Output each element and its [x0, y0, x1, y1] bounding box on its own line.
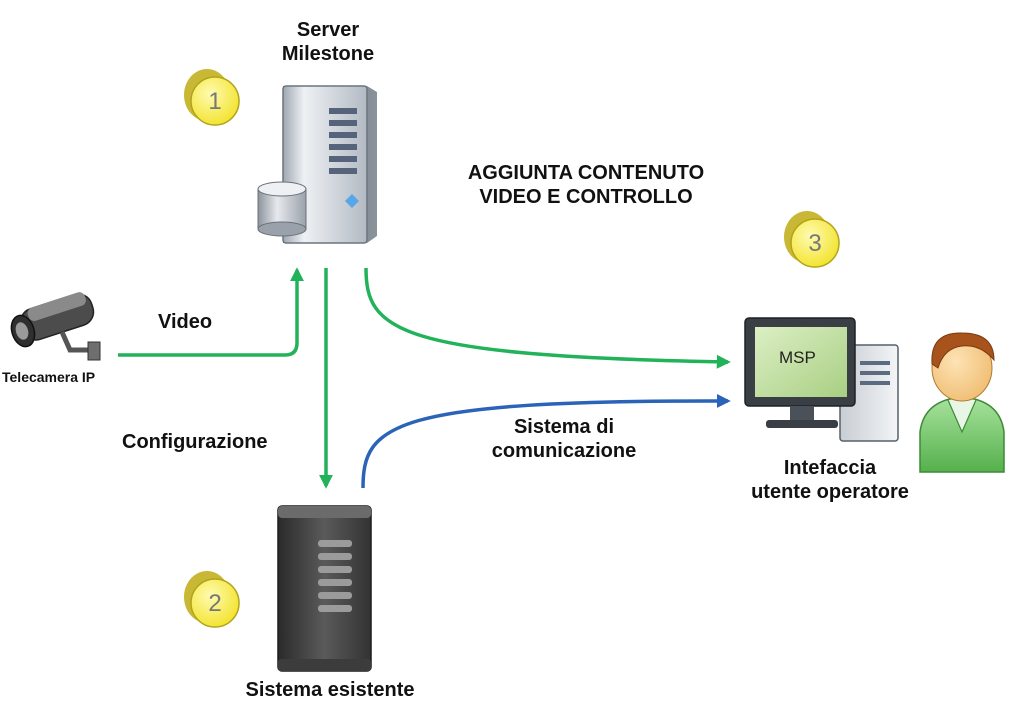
server-milestone-label: Server Milestone: [258, 18, 398, 66]
video-edge-label: Video: [158, 311, 213, 333]
configuration-edge-label: Configurazione: [122, 431, 268, 453]
diagram-title: AGGIUNTA CONTENUTO VIDEO E CONTROLLO: [416, 161, 756, 209]
video-arrow: [118, 267, 304, 357]
operator-label-line2: utente operatore: [751, 481, 909, 503]
communication-arrow: [361, 393, 731, 489]
content-to-operator-arrow: [364, 267, 731, 369]
ip-camera-icon: [10, 292, 101, 361]
badge-3-number: 3: [808, 230, 822, 257]
communication-line1: Sistema di: [513, 416, 615, 438]
operator-label-line1: Intefaccia: [783, 457, 877, 479]
server-label-line1: Server: [296, 19, 360, 41]
badge-1: [184, 69, 240, 126]
monitor-screen-label: MSP: [779, 348, 816, 367]
communication-edge-label: Sistema di comunicazione: [464, 415, 664, 463]
connections: [118, 267, 731, 489]
existing-system-label: Sistema esistente: [245, 679, 415, 701]
title-line1: AGGIUNTA CONTENUTO: [467, 162, 705, 184]
title-line2: VIDEO E CONTROLLO: [479, 186, 693, 208]
existing-system-server-icon: [277, 505, 372, 672]
milestone-server-icon: [257, 85, 377, 244]
operator-interface-label: Intefaccia utente operatore: [735, 456, 925, 504]
communication-line2: comunicazione: [491, 440, 637, 462]
badge-1-number: 1: [208, 88, 222, 115]
badge-3: [784, 211, 840, 268]
workstation-icon: [744, 317, 899, 442]
server-label-line2: Milestone: [281, 43, 375, 65]
camera-label: Telecamera IP: [2, 369, 96, 385]
badge-2-number: 2: [208, 590, 222, 617]
badge-2: [184, 571, 240, 628]
operator-person-icon: [919, 332, 1005, 473]
